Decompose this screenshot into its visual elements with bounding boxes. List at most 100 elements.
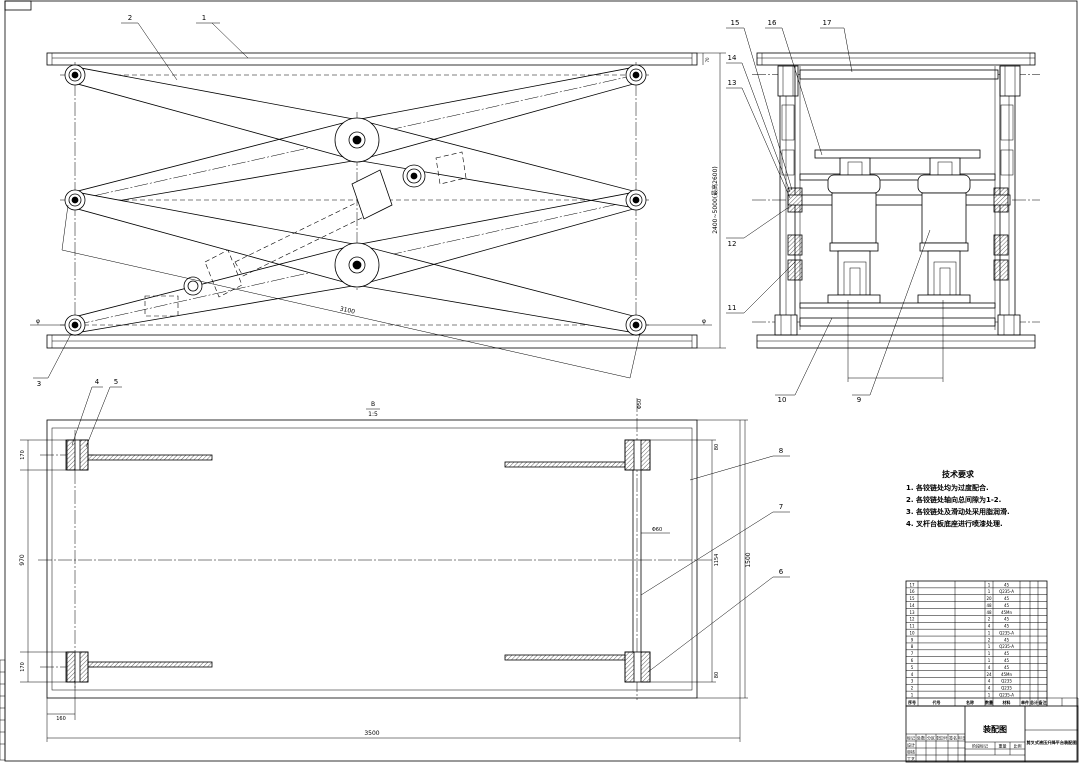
- technical-requirements: 技术要求 1. 各铰链处均为过度配合. 2. 各铰链处轴向总间隙为1-2. 3.…: [906, 469, 1010, 528]
- overall-length-dimension: 3500: [364, 730, 379, 737]
- shaft-diameter-middle: Φ60: [652, 527, 662, 533]
- pivot-pins: [64, 64, 647, 336]
- bearing-edge-dimension-bottom: 170: [20, 662, 26, 672]
- callout-15: 15: [731, 19, 740, 27]
- bom-cell-qty: 4: [988, 624, 991, 629]
- callout-14: 14: [728, 54, 737, 62]
- weight-label: 重量: [999, 743, 1007, 749]
- tech-requirements-title: 技术要求: [942, 469, 975, 479]
- platform-thickness-dimension: 70: [705, 57, 710, 63]
- front-part-callouts: 1 2 3: [33, 14, 249, 388]
- callout-4: 4: [95, 378, 100, 386]
- pivot-mid-right: [625, 189, 647, 211]
- revision-label-zone: 分区: [927, 735, 935, 741]
- bom-cell-material: Q235-A: [999, 644, 1014, 649]
- bom-cell-material: 45: [1004, 603, 1010, 608]
- bom-cell-material: Q235-A: [999, 630, 1014, 635]
- side-top-platform: [756, 52, 1036, 66]
- bom-cell-qty: 1: [988, 644, 991, 649]
- left-lift-cylinder: [827, 157, 881, 304]
- upper-beam: [814, 149, 981, 159]
- center-pivot-lower: [334, 242, 380, 288]
- bom-cell-no: 3: [911, 679, 914, 684]
- callout-1: 1: [202, 14, 206, 22]
- bom-header-code: 代号: [932, 699, 941, 705]
- bom-cell-no: 16: [909, 589, 915, 594]
- bom-cell-qty: 1: [988, 582, 991, 587]
- bom-cell-material: 45Mn: [1001, 672, 1013, 677]
- callout-2: 2: [128, 14, 132, 22]
- lift-height-dimension: 2400~5000(最高2600): [711, 166, 719, 234]
- bom-cell-no: 13: [909, 610, 915, 615]
- overall-width-dimension: 1500: [745, 552, 752, 567]
- center-pivot-upper: [334, 117, 380, 163]
- revision-label-date: 年月日: [958, 735, 965, 741]
- base-frame: [46, 334, 698, 349]
- bom-cell-no: 6: [911, 658, 914, 663]
- sign-label-process: 工艺: [907, 757, 915, 762]
- callout-10: 10: [778, 396, 787, 404]
- bom-cell-no: 9: [911, 637, 914, 642]
- sign-label-design: 设计: [907, 742, 915, 748]
- plan-dimensions: 3500 1500 1154 80 80 970 170 170: [19, 399, 752, 742]
- bom-row: 8 1 Q235-A: [906, 642, 1047, 649]
- bearing-right-top: [624, 439, 651, 471]
- bom-header: 序号 代号 名称 数量 材料 单件 总计 备注: [907, 699, 1047, 705]
- side-elevation-view: 15 16 17 14 13 12 11 10 9: [726, 19, 1040, 404]
- middle-axle: [787, 187, 1011, 213]
- bom-cell-qty: 48: [986, 603, 992, 608]
- side-base: [756, 334, 1036, 349]
- callout-7: 7: [779, 503, 783, 511]
- bom-cell-qty: 48: [986, 610, 992, 615]
- bearing-edge-dimension-top: 170: [20, 450, 26, 460]
- drawing-type-label: 装配图: [982, 724, 1007, 734]
- front-elevation-view: 3100 2400~5000(最高2600) 70 φ φ 1 2 3: [30, 14, 726, 388]
- bom-cell-no: 8: [911, 644, 914, 649]
- bom-cell-qty: 2: [988, 637, 991, 642]
- cylinder-spacing-dimension: [847, 300, 944, 382]
- section-view-scale: 1:5: [368, 411, 378, 418]
- revision-label-count: 处数: [917, 735, 925, 741]
- bom-header-unit: 单件: [1021, 699, 1029, 705]
- pivot-diameter-symbol-left: φ: [36, 318, 40, 325]
- revision-label-signature: 签名: [949, 735, 957, 741]
- bom-cell-material: 45: [1004, 582, 1010, 587]
- bom-cell-material: 45: [1004, 624, 1010, 629]
- pivot-bottom-left: [64, 314, 86, 336]
- callout-9: 9: [857, 396, 861, 404]
- hatched-rail-left-top: [87, 454, 213, 461]
- bom-cell-qty: 1: [988, 658, 991, 663]
- right-lift-cylinder: [917, 157, 971, 304]
- lower-crossbar: [799, 302, 996, 309]
- bom-cell-no: 1: [911, 692, 914, 697]
- front-dimensions: 3100 2400~5000(最高2600) 70 φ φ: [30, 52, 726, 379]
- bom-cell-qty: 4: [988, 686, 991, 691]
- rail-width-dimension: 1154: [714, 554, 720, 567]
- sign-label-review: 审核: [907, 749, 915, 755]
- bom-header-qty: 数量: [984, 699, 993, 705]
- bom-cell-no: 15: [909, 596, 915, 601]
- bom-cell-no: 7: [911, 651, 914, 656]
- callout-5: 5: [114, 378, 118, 386]
- callout-8: 8: [779, 447, 783, 455]
- hydraulic-cylinder: [144, 151, 467, 317]
- cross-shaft: [632, 470, 642, 652]
- tech-requirement-2: 2. 各铰链处轴向总间隙为1-2.: [906, 495, 1001, 504]
- top-axle: [799, 69, 999, 80]
- bom-cell-material: Q235: [1001, 686, 1012, 691]
- bom-cell-no: 2: [911, 686, 914, 691]
- bom-cell-qty: 1: [988, 589, 991, 594]
- tech-requirement-4: 4. 叉杆台板底座进行喷漆处理.: [906, 519, 1003, 528]
